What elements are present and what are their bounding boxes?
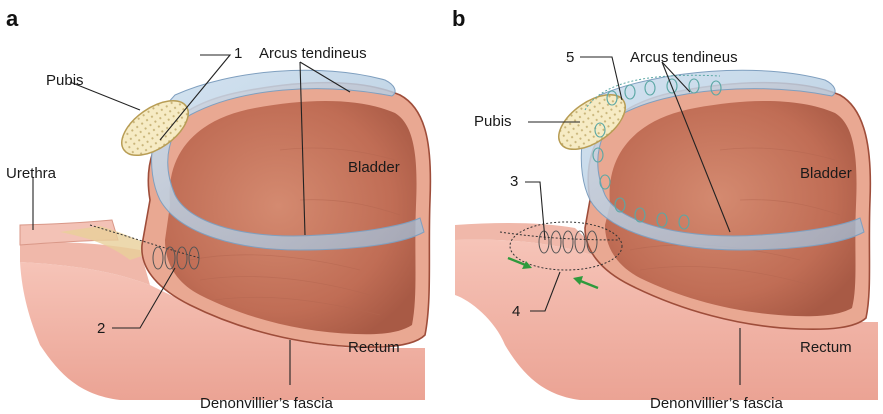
label-arcus-tendineus-b: Arcus tendineus xyxy=(630,49,738,66)
label-denonvillier-fascia: Denonvillier’s fascia xyxy=(200,395,333,412)
label-2: 2 xyxy=(97,320,105,337)
label-3: 3 xyxy=(510,173,518,190)
panel-a: a xyxy=(6,6,430,412)
label-rectum-b: Rectum xyxy=(800,339,852,356)
panel-letter-a: a xyxy=(6,6,19,31)
label-pubis: Pubis xyxy=(46,72,84,89)
label-urethra: Urethra xyxy=(6,165,57,182)
label-arcus-tendineus: Arcus tendineus xyxy=(259,45,367,62)
label-4: 4 xyxy=(512,303,520,320)
label-bladder-b: Bladder xyxy=(800,165,852,182)
panel-letter-b: b xyxy=(452,6,465,31)
label-denonvillier-fascia-b: Denonvillier’s fascia xyxy=(650,395,783,412)
label-pubis-b: Pubis xyxy=(474,113,512,130)
panel-b: b xyxy=(452,6,878,412)
label-bladder: Bladder xyxy=(348,159,400,176)
label-5: 5 xyxy=(566,49,574,66)
label-rectum: Rectum xyxy=(348,339,400,356)
label-1: 1 xyxy=(234,45,242,62)
